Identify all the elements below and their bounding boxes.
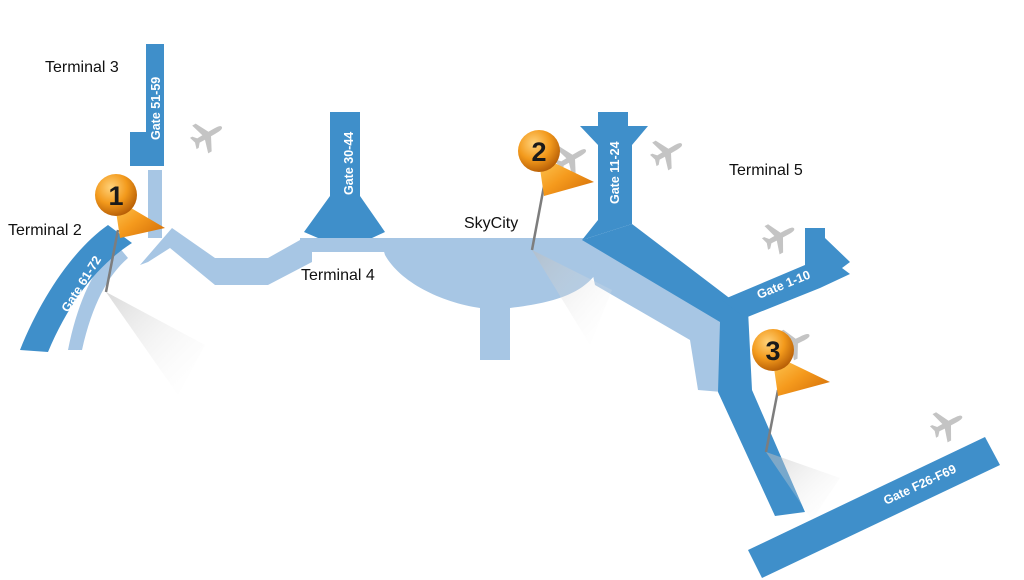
pin-needle bbox=[530, 185, 546, 251]
airplane-icon bbox=[645, 130, 690, 175]
map-pin-1[interactable]: 1 bbox=[95, 174, 165, 293]
gate-30-44-label: Gate 30-44 bbox=[342, 132, 356, 195]
gate-11-24-pier[interactable] bbox=[580, 112, 648, 240]
terminal-3-label: Terminal 3 bbox=[45, 59, 119, 76]
terminal-4-label: Terminal 4 bbox=[301, 267, 375, 284]
pin-needle bbox=[104, 229, 120, 293]
map-pin-2[interactable]: 2 bbox=[518, 130, 594, 251]
gate-F26-F69-pier[interactable] bbox=[748, 437, 1000, 578]
pin-badge bbox=[752, 329, 794, 371]
terminal-5-main-concourse[interactable] bbox=[582, 224, 805, 516]
pin-shadows bbox=[106, 250, 840, 520]
terminal-4-building[interactable] bbox=[300, 238, 395, 252]
terminal-2-label: Terminal 2 bbox=[8, 222, 82, 239]
gate-11-24-label: Gate 11-24 bbox=[608, 141, 622, 204]
gate-30-44-pier[interactable] bbox=[304, 112, 385, 238]
gate-51-59-pier[interactable] bbox=[130, 44, 164, 166]
pin-badge bbox=[95, 174, 137, 216]
pin-needle bbox=[764, 389, 780, 453]
airplane-icon bbox=[925, 402, 970, 447]
gate-51-59-label: Gate 51-59 bbox=[149, 77, 163, 140]
pin-number: 2 bbox=[531, 137, 546, 167]
gate-61-72-pier[interactable] bbox=[20, 225, 132, 352]
pin-number: 3 bbox=[765, 336, 780, 366]
airplane-icon bbox=[757, 214, 802, 259]
terminal-5-label: Terminal 5 bbox=[729, 162, 803, 179]
map-pin-3[interactable]: 3 bbox=[752, 329, 830, 453]
airplane-icon bbox=[185, 113, 230, 158]
pin-badge bbox=[518, 130, 560, 172]
terminal-2-building[interactable] bbox=[140, 228, 312, 285]
skycity-label: SkyCity bbox=[464, 215, 518, 232]
terminal-labels: Terminal 3 Terminal 2 Terminal 4 SkyCity… bbox=[8, 59, 803, 284]
pin-number: 1 bbox=[108, 181, 123, 211]
gate-61-72-walkway bbox=[68, 246, 128, 350]
gate-piers bbox=[20, 44, 1000, 578]
terminal-5-corridor[interactable] bbox=[585, 238, 722, 392]
gate-1-10-pier[interactable] bbox=[722, 228, 850, 318]
